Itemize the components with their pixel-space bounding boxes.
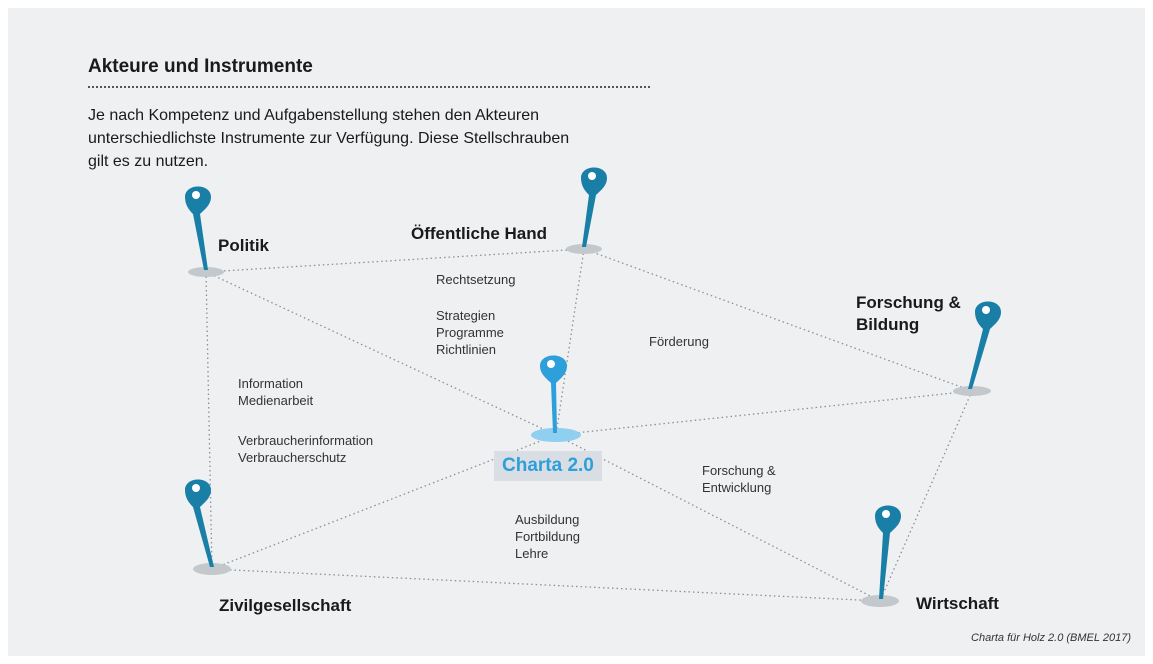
instrument-line: Rechtsetzung: [436, 272, 516, 287]
map-pin-icon: [581, 167, 607, 247]
edge-zivilgesellschaft-wirtschaft: [211, 568, 881, 602]
connection-lines: [205, 248, 973, 602]
edge-oeffentliche-hand-charta: [555, 248, 585, 436]
pin-bases: [188, 244, 991, 607]
instrument-line: Medienarbeit: [238, 393, 314, 408]
edge-politik-zivilgesellschaft: [205, 271, 213, 570]
edge-politik-charta: [205, 271, 557, 436]
intro-text: Je nach Kompetenz und Aufgabenstellung s…: [88, 104, 658, 173]
actor-oeffentliche-hand: Öffentliche Hand: [411, 224, 548, 243]
title-divider: [88, 86, 650, 88]
pin-base: [188, 267, 224, 277]
map-pin-icon: [968, 301, 1001, 389]
intro-line: unterschiedlichste Instrumente zur Verfü…: [88, 130, 570, 147]
instrument-rechtsetzung: Rechtsetzung: [436, 271, 516, 288]
edge-politik-oeffentliche-hand: [205, 248, 585, 273]
instrument-line: Richtlinien: [436, 342, 496, 357]
edge-charta-forschung: [555, 390, 973, 436]
map-pin-icon: [185, 479, 214, 567]
instrument-verbraucher: Verbraucherinformation Verbraucherschutz: [238, 432, 373, 466]
actor-zivilgesellschaft: Zivilgesellschaft: [219, 596, 352, 615]
instrument-forschung-entwicklung: Forschung & Entwicklung: [702, 462, 776, 496]
intro-line: gilt es zu nutzen.: [88, 153, 209, 170]
edge-charta-wirtschaft: [555, 434, 881, 602]
actor-wirtschaft: Wirtschaft: [916, 594, 999, 613]
instrument-line: Strategien: [436, 308, 496, 323]
instrument-line: Lehre: [515, 546, 549, 561]
map-pin-icon: [540, 355, 567, 433]
intro-line: Je nach Kompetenz und Aufgabenstellung s…: [88, 107, 540, 124]
instrument-strategien: Strategien Programme Richtlinien: [436, 307, 504, 358]
instrument-line: Entwicklung: [702, 480, 772, 495]
pin-base: [861, 595, 899, 607]
instrument-information: Information Medienarbeit: [238, 375, 313, 409]
edge-charta-zivilgesellschaft: [211, 434, 557, 570]
pin-base: [193, 563, 231, 575]
actor-politik: Politik: [218, 236, 270, 255]
instrument-line: Forschung &: [702, 463, 776, 478]
actor-forschung-bildung: Forschung & Bildung: [856, 292, 961, 336]
instrument-line: Verbraucherinformation: [238, 433, 374, 448]
instrument-line: Programme: [436, 325, 504, 340]
instrument-line: Fortbildung: [515, 529, 581, 544]
instrument-foerderung: Förderung: [649, 333, 709, 350]
instrument-line: Information: [238, 376, 304, 391]
edge-forschung-wirtschaft: [879, 390, 973, 602]
instrument-line: Ausbildung: [515, 512, 580, 527]
pin-base: [953, 386, 991, 396]
page-title: Akteure und Instrumente: [88, 56, 313, 77]
map-pin-icon: [185, 186, 211, 270]
instrument-line: Förderung: [649, 334, 709, 349]
center-node-label: Charta 2.0: [494, 451, 602, 481]
actor-label-line: Forschung &: [856, 293, 961, 312]
edge-oeffentliche-hand-forschung: [583, 248, 973, 392]
pin-base: [566, 244, 602, 254]
actor-label-line: Bildung: [856, 315, 920, 334]
source-citation: Charta für Holz 2.0 (BMEL 2017): [971, 632, 1131, 644]
diagram-panel: [8, 8, 1145, 656]
instrument-line: Verbraucherschutz: [238, 450, 347, 465]
map-pin-icon: [875, 505, 901, 599]
pin-base-center: [531, 428, 581, 442]
instrument-ausbildung: Ausbildung Fortbildung Lehre: [515, 511, 580, 562]
